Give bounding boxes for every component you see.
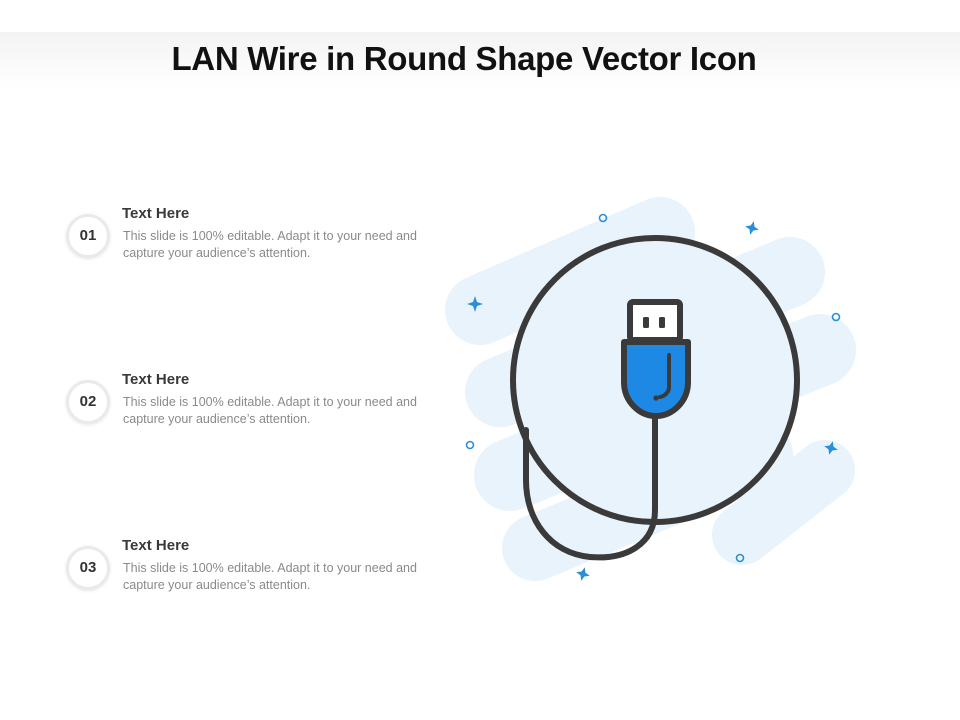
usb-pin: [643, 317, 649, 328]
slide-title: LAN Wire in Round Shape Vector Icon: [171, 40, 757, 77]
sparkle-icon: [745, 221, 759, 235]
ring-dot: [735, 553, 745, 563]
usb-pin: [659, 317, 665, 328]
number-badge-2: 02: [66, 380, 110, 424]
sparkle-icon: [576, 567, 590, 581]
usb-cable-round-icon: [445, 197, 856, 581]
number-badge-1: 01: [66, 214, 110, 258]
ring-dot: [465, 440, 475, 450]
ring-dot: [598, 213, 608, 223]
usb-tip: [627, 299, 683, 343]
usb-body-highlight: [658, 353, 671, 399]
usb-cable-illustration: [430, 185, 870, 595]
cable-wire: [523, 412, 658, 561]
sparkle-icon: [467, 296, 483, 312]
list-item-2: 02 Text Here This slide is 100% editable…: [66, 371, 426, 458]
item-description-2: This slide is 100% editable. Adapt it to…: [123, 395, 417, 426]
list-item-3: 03 Text Here This slide is 100% editable…: [66, 537, 426, 624]
item-description-3: This slide is 100% editable. Adapt it to…: [123, 561, 417, 592]
item-heading-3: Text Here: [122, 537, 190, 554]
title-band: [0, 32, 960, 90]
sparkle-icon: [824, 441, 838, 455]
sparkle-icons: [467, 221, 838, 581]
ring-dot: [831, 312, 841, 322]
number-badge-3: 03: [66, 546, 110, 590]
list-item-1: 01 Text Here This slide is 100% editable…: [66, 205, 426, 292]
usb-body-dot: [653, 395, 659, 401]
item-description-1: This slide is 100% editable. Adapt it to…: [123, 229, 417, 260]
item-heading-1: Text Here: [122, 205, 190, 222]
item-heading-2: Text Here: [122, 371, 190, 388]
usb-body: [621, 339, 691, 419]
ring-dots: [465, 213, 841, 563]
